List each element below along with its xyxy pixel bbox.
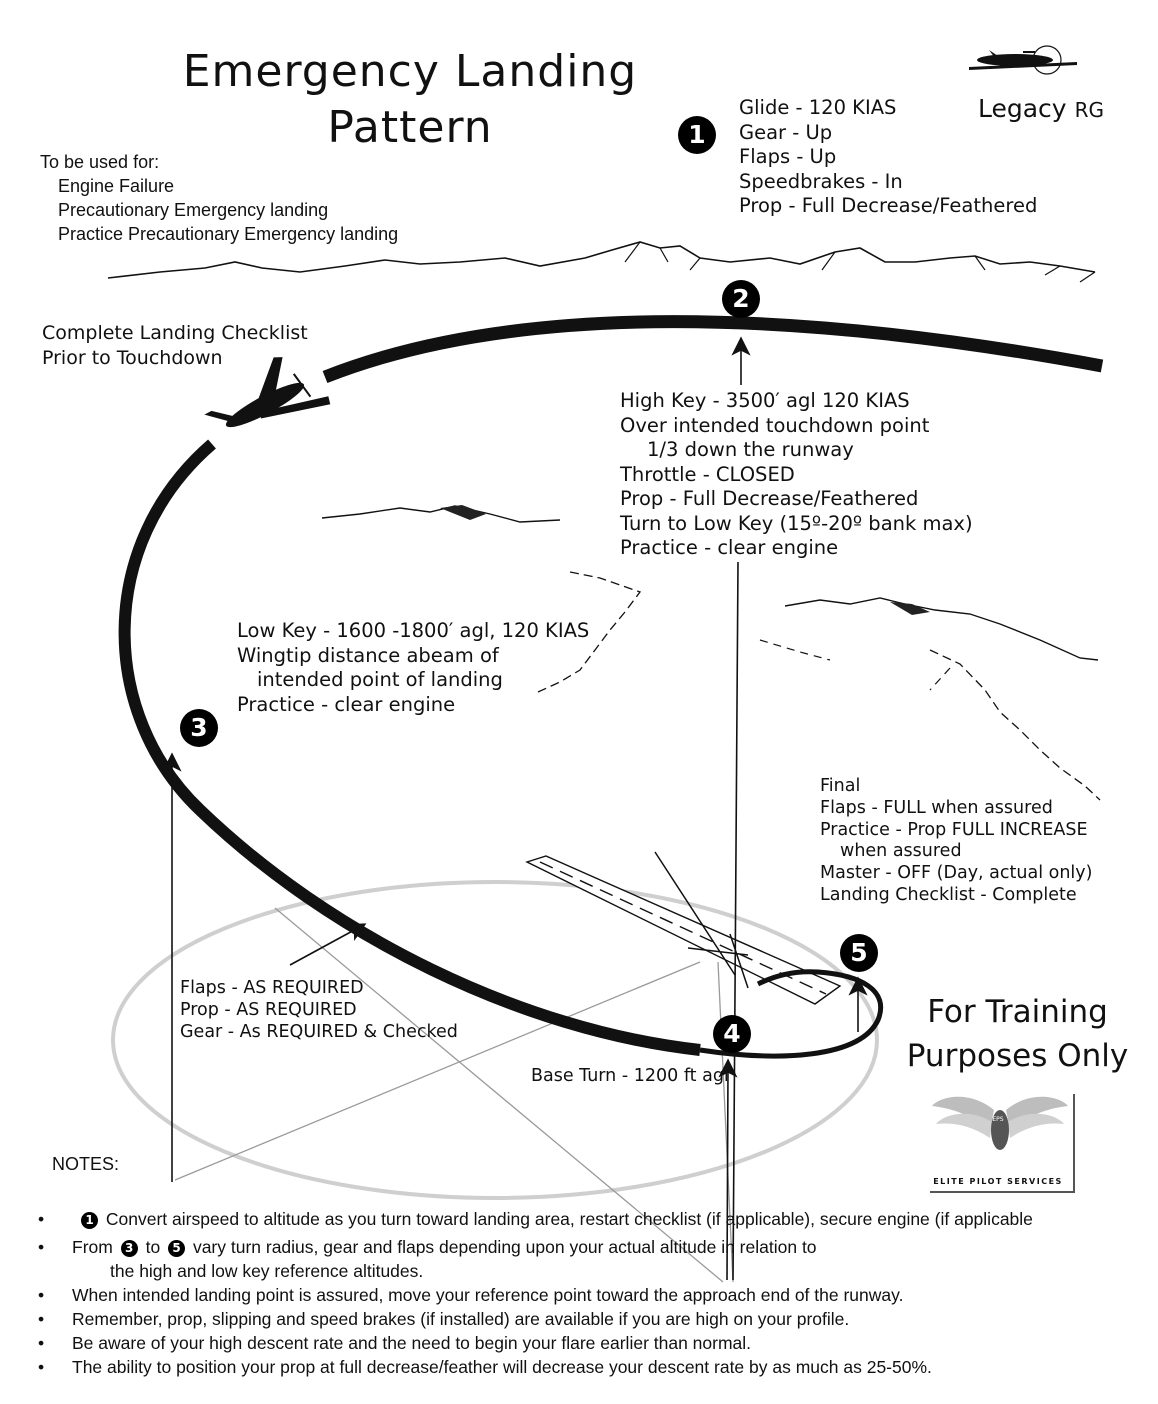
step-2-line: Over intended touchdown point bbox=[620, 413, 930, 437]
mountain-ridge-detail bbox=[624, 241, 1096, 283]
training-line: For Training bbox=[927, 994, 1108, 1030]
config-note-line: Prop - AS REQUIRED bbox=[180, 999, 357, 1020]
notes-heading: NOTES: bbox=[52, 1154, 120, 1174]
use-for-item: Precautionary Emergency landing bbox=[58, 200, 329, 220]
pattern-arc-main bbox=[118, 439, 701, 1056]
use-for-item: Engine Failure bbox=[58, 176, 175, 196]
step-5-badge: 5 bbox=[840, 934, 878, 972]
config-note-line: Gear - As REQUIRED & Checked bbox=[180, 1021, 458, 1042]
step-2-line: Practice - clear engine bbox=[620, 536, 839, 559]
step-3-line: Practice - clear engine bbox=[237, 692, 456, 716]
note-badge: 1 bbox=[81, 1212, 98, 1229]
use-for-item: Practice Precautionary Emergency landing bbox=[58, 224, 399, 244]
note-item: The ability to position your prop at ful… bbox=[38, 1355, 1033, 1379]
step-2-checklist: High Key - 3500′ agl 120 KIAS Over inten… bbox=[620, 389, 973, 561]
step-5-line: Master - OFF (Day, actual only) bbox=[820, 863, 1093, 884]
note-badge: 5 bbox=[168, 1240, 186, 1257]
step-2-line: Throttle - CLOSED bbox=[620, 462, 795, 486]
river-left bbox=[537, 571, 642, 693]
step-3-line: intended point of landing bbox=[257, 668, 503, 691]
note-text: Convert airspeed to altitude as you turn… bbox=[105, 1209, 1033, 1229]
step-1-line: Glide - 120 KIAS bbox=[739, 96, 897, 119]
brand-name: Legacy RG bbox=[978, 94, 1104, 123]
page-title: Emergency Landing Pattern bbox=[180, 44, 640, 156]
runway-cross bbox=[654, 851, 749, 989]
pattern-arc-upper bbox=[322, 315, 1104, 384]
training-line: Purposes Only bbox=[906, 1038, 1129, 1074]
runway-markings bbox=[539, 861, 827, 995]
step-2-line: 1/3 down the runway bbox=[647, 438, 854, 461]
note-text: vary turn radius, gear and flaps dependi… bbox=[192, 1237, 817, 1257]
note-item: Remember, prop, slipping and speed brake… bbox=[38, 1307, 1033, 1331]
step-3-checklist: Low Key - 1600 -1800′ agl, 120 KIAS Wing… bbox=[237, 619, 589, 717]
step-1-line: Speedbrakes - In bbox=[739, 169, 903, 193]
step-5-line: Landing Checklist - Complete bbox=[820, 884, 1077, 905]
river-right-2 bbox=[759, 639, 951, 691]
step-5-line: Flaps - FULL when assured bbox=[820, 797, 1053, 818]
note-text: to bbox=[145, 1237, 161, 1257]
note-text-continued: the high and low key reference altitudes… bbox=[110, 1261, 424, 1281]
step-3-badge: 3 bbox=[180, 709, 218, 747]
note-item: When intended landing point is assured, … bbox=[38, 1283, 1033, 1307]
brand-legacy: Legacy bbox=[978, 94, 1067, 123]
step-5-line: Final bbox=[820, 776, 861, 796]
hills-right-shade bbox=[890, 602, 930, 615]
checklist-note-line: Complete Landing Checklist bbox=[42, 322, 308, 344]
eps-wings-logo bbox=[932, 1096, 1068, 1150]
step-5-checklist: Final Flaps - FULL when assured Practice… bbox=[820, 776, 1092, 907]
notes-list: 1 Convert airspeed to altitude as you tu… bbox=[38, 1207, 1033, 1379]
title-line-1: Emergency Landing bbox=[182, 46, 638, 97]
runway bbox=[525, 855, 842, 1005]
training-disclaimer: For Training Purposes Only bbox=[895, 990, 1140, 1078]
step-1-line: Prop - Full Decrease/Feathered bbox=[739, 194, 1038, 217]
hills-left-shade bbox=[440, 505, 486, 520]
step-2-line: High Key - 3500′ agl 120 KIAS bbox=[620, 389, 910, 412]
step-4-badge: 4 bbox=[713, 1015, 751, 1053]
note-item: From 3 to 5 vary turn radius, gear and f… bbox=[38, 1235, 1033, 1283]
airplane-icon bbox=[204, 357, 331, 428]
step-2-line: Turn to Low Key (15º-20º bank max) bbox=[620, 511, 973, 535]
step-3-line: Wingtip distance abeam of bbox=[237, 643, 499, 667]
step-3-line: Low Key - 1600 -1800′ agl, 120 KIAS bbox=[237, 619, 590, 642]
logo-frame bbox=[930, 1094, 1075, 1193]
checklist-note-line: Prior to Touchdown bbox=[42, 346, 223, 369]
plane-logo-icon bbox=[969, 45, 1077, 75]
step-1-line: Gear - Up bbox=[739, 120, 833, 144]
config-note: Flaps - AS REQUIRED Prop - AS REQUIRED G… bbox=[180, 978, 458, 1043]
checklist-note: Complete Landing Checklist Prior to Touc… bbox=[42, 321, 308, 370]
mountain-ridge bbox=[107, 241, 1096, 279]
hills-right bbox=[784, 597, 1099, 661]
step-1-badge: 1 bbox=[678, 116, 716, 154]
config-note-line: Flaps - AS REQUIRED bbox=[180, 978, 364, 998]
arrow-config bbox=[289, 923, 367, 966]
use-for-heading: To be used for: bbox=[40, 152, 160, 172]
note-item: Be aware of your high descent rate and t… bbox=[38, 1331, 1033, 1355]
step-1-line: Flaps - Up bbox=[739, 145, 837, 168]
step-2-badge: 2 bbox=[722, 280, 760, 318]
note-badge: 3 bbox=[120, 1240, 138, 1257]
eps-caption: ELITE PILOT SERVICES bbox=[933, 1177, 1063, 1186]
step-1-checklist: Glide - 120 KIAS Gear - Up Flaps - Up Sp… bbox=[739, 96, 1037, 219]
river-right bbox=[929, 649, 1101, 801]
note-item: 1 Convert airspeed to altitude as you tu… bbox=[38, 1207, 1033, 1231]
title-line-2: Pattern bbox=[327, 102, 493, 153]
step-2-line: Prop - Full Decrease/Feathered bbox=[620, 487, 919, 510]
pattern-arc-final bbox=[699, 969, 884, 1059]
reference-circle bbox=[111, 880, 879, 1200]
brand-suffix: RG bbox=[1074, 98, 1104, 122]
eps-monogram: EPS bbox=[992, 1116, 1004, 1123]
step-5-line: Practice - Prop FULL INCREASE bbox=[820, 819, 1088, 840]
use-for-block: To be used for: Engine Failure Precautio… bbox=[40, 150, 398, 246]
note-text: From bbox=[72, 1237, 113, 1257]
step-5-line: when assured bbox=[840, 841, 962, 862]
eps-logo: EPS ELITE PILOT SERVICES bbox=[928, 1092, 1076, 1190]
arrow-low-key-line bbox=[732, 561, 739, 1281]
step-4-label: Base Turn - 1200 ft agl bbox=[531, 1066, 729, 1086]
